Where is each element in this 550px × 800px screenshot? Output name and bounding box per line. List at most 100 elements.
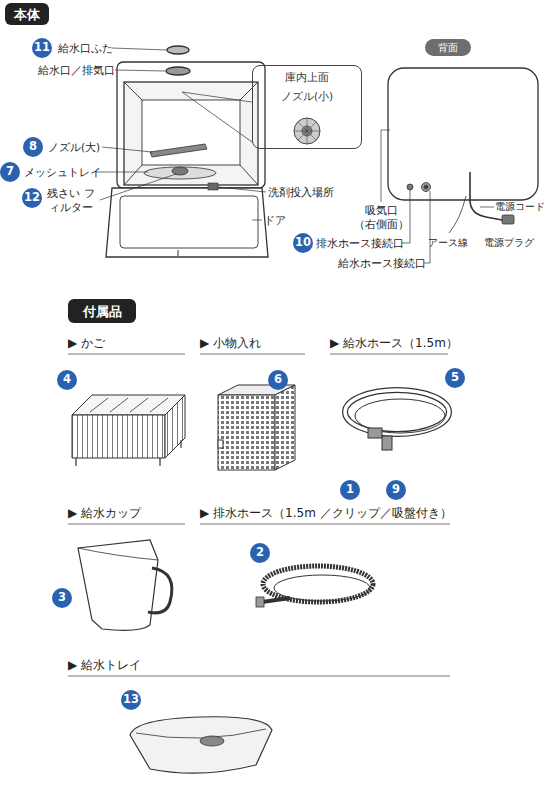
inset-text: 庫内上面 xyxy=(285,72,329,83)
section-heading: ▶ 給水ホース（1.5m） xyxy=(330,336,458,350)
mesh-tray xyxy=(144,167,216,179)
supply-port xyxy=(424,185,428,189)
hose-coil-inner xyxy=(345,390,449,434)
hose-fitting xyxy=(382,436,392,450)
callout-circle: 4 xyxy=(57,370,77,390)
hose-coil xyxy=(345,390,449,434)
section-heading: ▶ 小物入れ xyxy=(200,336,261,350)
tub-edges xyxy=(124,82,258,185)
leader-line xyxy=(402,190,410,243)
callout-number: 9 xyxy=(392,484,400,496)
leader-line xyxy=(112,48,167,50)
callout-number: 8 xyxy=(29,141,37,153)
holder-side xyxy=(275,385,295,470)
section-title: 付属品 xyxy=(83,305,122,318)
section-title: 背面 xyxy=(438,43,458,53)
drain-clip xyxy=(256,597,264,607)
part-name: 電源プラグ xyxy=(484,236,534,250)
callout-circle: 7 xyxy=(0,162,20,182)
view-tag: 背面 xyxy=(425,39,471,56)
leader-line xyxy=(480,207,494,208)
section-rule xyxy=(330,354,448,355)
tray-rim xyxy=(136,729,266,738)
callout-disc xyxy=(445,368,465,388)
drain-port xyxy=(422,183,431,192)
drain-tail xyxy=(262,598,290,602)
basket-legs xyxy=(76,440,181,466)
part-name: アース線 xyxy=(428,236,468,250)
part-name: 排水ホース接続口 xyxy=(316,236,404,250)
callout-disc xyxy=(0,162,20,182)
section-tab: 本体 xyxy=(5,3,49,25)
leader-line xyxy=(381,130,390,202)
callout-circle: 8 xyxy=(23,137,43,157)
inlet xyxy=(166,67,190,75)
callout-number: 6 xyxy=(274,374,282,386)
cup-handle xyxy=(148,568,172,613)
small-nozzle-spokes xyxy=(294,118,320,144)
section-rule xyxy=(68,354,185,355)
basket-front xyxy=(72,415,165,458)
supply-tray xyxy=(130,717,272,773)
hose-fitting xyxy=(368,428,382,438)
part-name: 残さい フィルター xyxy=(42,186,100,214)
callout-number: 5 xyxy=(451,372,459,384)
section-rule xyxy=(68,676,450,677)
part-name: 吸気口 （右側面） xyxy=(352,203,410,231)
part-name: メッシュトレイ xyxy=(24,165,101,179)
power-plug xyxy=(502,215,514,224)
callout-disc xyxy=(250,543,270,563)
section-title: 本体 xyxy=(14,8,40,21)
section-rule xyxy=(68,524,185,525)
callout-disc xyxy=(52,588,72,608)
door xyxy=(106,188,268,257)
dishwasher-front xyxy=(106,46,268,257)
part-name: 給水ホース接続口 xyxy=(338,256,426,270)
callout-number: 3 xyxy=(58,592,66,604)
section-rule xyxy=(200,524,450,525)
callout-circle: 5 xyxy=(445,368,465,388)
large-nozzle xyxy=(150,144,207,157)
part-name: 電源コード xyxy=(495,200,545,214)
door-panel xyxy=(120,196,258,248)
leader-line xyxy=(115,70,165,71)
callout-disc xyxy=(22,188,42,208)
callout-disc xyxy=(23,137,43,157)
tub-opening xyxy=(124,82,258,185)
tub-back xyxy=(142,100,240,165)
leader-line xyxy=(102,147,152,152)
callout-number: 10 xyxy=(295,237,311,249)
callout-number: 4 xyxy=(63,374,71,386)
section-heading: ▶ かご xyxy=(68,336,105,350)
section-heading: ▶ 給水トレイ xyxy=(68,658,141,672)
tray-body xyxy=(130,717,272,773)
utensil-holder xyxy=(218,385,295,470)
tray-hole xyxy=(200,736,224,746)
detergent-slot xyxy=(208,183,218,190)
callout-circle: 13 xyxy=(121,690,141,710)
drain-hose xyxy=(256,566,373,607)
leader-line xyxy=(100,174,176,200)
leader-lines xyxy=(96,48,494,263)
leader-line xyxy=(96,172,148,173)
basket-rack xyxy=(90,398,168,412)
callout-disc xyxy=(293,233,313,253)
section-heading: ▶ 排水ホース（1.5m ／クリップ／吸盤付き） xyxy=(200,506,452,520)
callout-number: 1 xyxy=(346,484,354,496)
callout-circle: 2 xyxy=(250,543,270,563)
callout-circle: 3 xyxy=(52,588,72,608)
drain-coil xyxy=(263,566,373,602)
inlet-lid xyxy=(167,46,189,54)
inset-wedge xyxy=(182,92,252,142)
detail-inset: 庫内上面ノズル(小) xyxy=(252,65,362,149)
cup-body xyxy=(78,540,158,630)
door-handle xyxy=(178,250,179,256)
power-cord xyxy=(470,172,502,220)
supply-cup xyxy=(78,540,172,630)
leader-line xyxy=(424,191,430,263)
section-tab: 付属品 xyxy=(68,299,136,323)
callout-number: 13 xyxy=(123,694,139,706)
cup-rim xyxy=(78,548,158,560)
